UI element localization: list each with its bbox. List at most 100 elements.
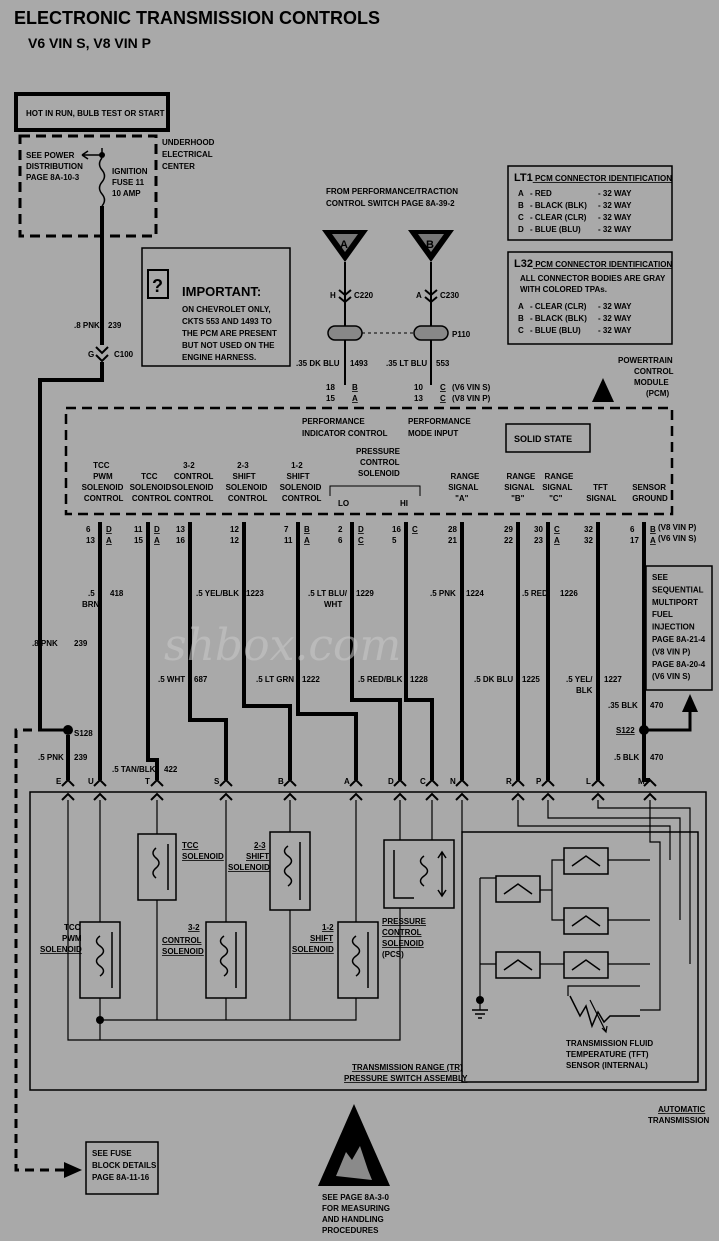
transmission-connector-pin (150, 778, 164, 801)
pcm-pin-number: 2 (338, 525, 343, 534)
wire-1226-circuit: 1226 (560, 589, 578, 598)
perf-a-cav-1: B (352, 383, 358, 392)
pcm-column-label: CONTROL (174, 472, 214, 481)
pcm-box (64, 406, 674, 516)
important-line-1: ON CHEVROLET ONLY, (182, 305, 271, 314)
pcm-pin-cavity: D (154, 525, 160, 534)
sfi-lines: SEESEQUENTIALMULTIPORTFUELINJECTIONPAGE … (652, 573, 706, 681)
pcm-pin-number: 6 (630, 525, 635, 534)
lt1-row-letter: B (518, 201, 524, 210)
s23-label-3: SOLENOID (228, 863, 270, 872)
perf-a-cav-2: A (352, 394, 358, 403)
l32-row-letter: A (518, 302, 524, 311)
wire-1229-circuit: 1229 (356, 589, 374, 598)
pcm-column-label: RANGE (507, 472, 537, 481)
pcm-column-label: "B" (511, 494, 525, 503)
pcs-hi: HI (400, 499, 408, 508)
wire-418-color: BRN (82, 600, 100, 609)
wire-1227-circuit: 1227 (604, 675, 622, 684)
splice-s128 (63, 725, 73, 735)
wire-239-dashed (14, 728, 66, 1172)
l32-row-size: - 32 WAY (598, 314, 632, 323)
pcm-pin-number: 32 (584, 525, 593, 534)
transmission-connector-letter: C (420, 777, 426, 786)
wire-1222-gauge: .5 LT GRN (256, 675, 294, 684)
p110-a (327, 325, 363, 341)
wire-1225-gauge: .5 DK BLU (474, 675, 513, 684)
pcs-trans-label-4: (PCS) (382, 950, 404, 959)
pcs-lo: LO (338, 499, 349, 508)
sfi-line: (V8 VIN P) (652, 647, 691, 656)
pcs-trans-label-1: PRESSURE (382, 917, 427, 926)
watermark: shbox.com (164, 620, 401, 671)
perf-b-pin-1: 10 (414, 383, 423, 392)
important-icon (147, 269, 169, 299)
wire-1228-circuit: 1228 (410, 675, 428, 684)
splice-s122-label: S122 (616, 726, 635, 735)
perf-indicator-1: PERFORMANCE (302, 417, 365, 426)
esd-small-icon (592, 378, 614, 402)
s32-label-1: 3-2 (188, 923, 200, 932)
pcm-column-label: CONTROL (174, 494, 214, 503)
pcm-column-label: CONTROL (84, 494, 124, 503)
see-power-arrow (81, 148, 103, 160)
pcm-pin-number: 22 (504, 536, 513, 545)
transmission-connector-pin (643, 778, 657, 801)
perf-mode-1: PERFORMANCE (408, 417, 471, 426)
lt1-row-letter: A (518, 189, 524, 198)
sfi-line: FUEL (652, 610, 673, 619)
wire-1224-circuit: 1224 (466, 589, 484, 598)
important-line-2: CKTS 553 AND 1493 TO (182, 317, 272, 326)
lt1-row-size: - 32 WAY (598, 213, 632, 222)
pcm-column-label: 2-3 (237, 461, 249, 470)
s23-label-1: 2-3 (254, 841, 266, 850)
tr-label-1: TRANSMISSION RANGE (TR) (352, 1063, 463, 1072)
pcm-wire (296, 522, 358, 780)
lt1-row-color: - RED (530, 189, 552, 198)
transmission-connector-letter: D (388, 777, 394, 786)
lt1-row-size: - 32 WAY (598, 189, 632, 198)
wire-239-top-circuit: 239 (108, 321, 122, 330)
pcm-column-label: "C" (549, 494, 563, 503)
wire-1224-gauge: .5 PNK (430, 589, 456, 598)
l32-row-color: - BLACK (BLK) (530, 314, 587, 323)
wire-470b-gauge: .5 BLK (614, 753, 640, 762)
perf-b-cav-1: C (440, 383, 446, 392)
important-box (141, 247, 291, 367)
pcm-pin-number: 5 (392, 536, 397, 545)
sfi-box (645, 565, 713, 691)
transmission-connector-pin (93, 778, 107, 801)
pcm-pin-cavity: C (412, 525, 418, 534)
pcm-pin-number: 13 (86, 536, 95, 545)
tcc-label-2: SOLENOID (182, 852, 224, 861)
important-line-5: ENGINE HARNESS. (182, 353, 256, 362)
l32-row-letter: C (518, 326, 524, 335)
automatic-label-1: AUTOMATIC (658, 1105, 705, 1114)
pcm-column-label: SIGNAL (542, 483, 572, 492)
fuse-node (99, 152, 105, 158)
wire-239-mid-gauge: .8 PNK (32, 639, 58, 648)
wire-1226-gauge: .5 RED (522, 589, 548, 598)
transmission-connector-letter: S (214, 777, 220, 786)
perf-vin-s: (V6 VIN S) (452, 383, 491, 392)
pcm-column-label: RANGE (451, 472, 481, 481)
transmission-connector-letter: P (536, 777, 542, 786)
sfi-arrow (682, 694, 698, 712)
pcm-pin-number: 12 (230, 536, 239, 545)
pcm-column-label: CONTROL (282, 494, 322, 503)
s12-label-1: 1-2 (322, 923, 334, 932)
conn-c230-name: C230 (440, 291, 460, 300)
pcm-pin-number: 23 (534, 536, 543, 545)
underhood-label-1: UNDERHOOD (162, 138, 215, 147)
l32-row-letter: B (518, 314, 524, 323)
pcm-column-label: GROUND (632, 494, 668, 503)
range-signal-wiring (461, 800, 691, 1011)
pcm-pin-number: 30 (534, 525, 543, 534)
transmission-connector-pin (61, 778, 75, 801)
wire-239-mid-circuit: 239 (74, 639, 88, 648)
perf-mode-2: MODE INPUT (408, 429, 458, 438)
sfi-line: INJECTION (652, 623, 695, 632)
pcs-trans-label-2: CONTROL (382, 928, 422, 937)
pcm-column-label: TFT (593, 483, 608, 492)
l32-note-2: WITH COLORED TPAs. (520, 285, 607, 294)
